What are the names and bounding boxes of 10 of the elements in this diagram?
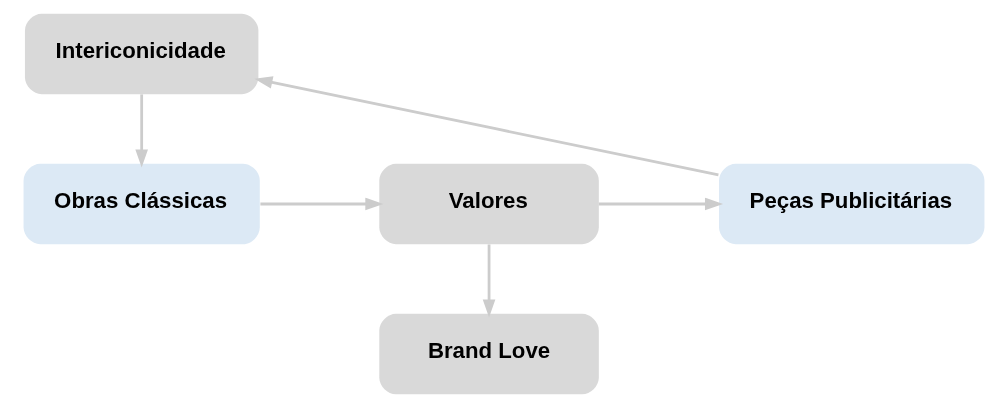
node-box: Valores <box>379 163 599 245</box>
arrow <box>260 197 384 211</box>
arrow <box>135 94 148 168</box>
node-box: Brand Love <box>379 313 599 395</box>
node-box: Peças Publicitárias <box>719 163 985 245</box>
node-box: Intericonicidade <box>24 13 259 95</box>
arrow <box>482 244 496 318</box>
node-box: Obras Clássicas <box>23 163 260 245</box>
arrow <box>254 76 719 177</box>
arrow <box>598 197 724 211</box>
